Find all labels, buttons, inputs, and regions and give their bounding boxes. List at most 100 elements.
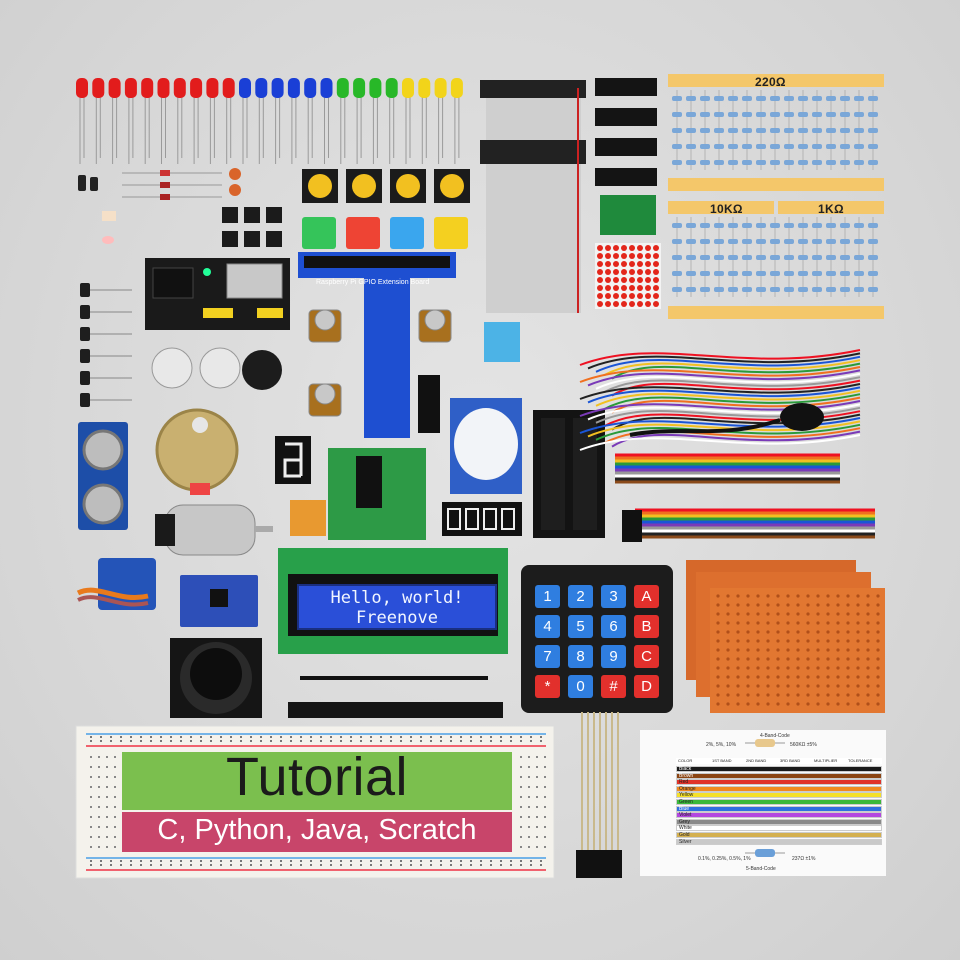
card-tol-top: 2%, 5%, 10% [706,742,737,748]
resistor-icon [784,233,794,249]
matrix-dot [597,301,603,307]
battery-clip-wire [629,418,781,437]
matrix-dot [613,253,619,259]
resistor-icon [826,281,836,297]
resistor-icon [728,122,738,138]
matrix-dot [621,301,627,307]
resistor-icon [686,90,696,106]
tact-switch-icon [222,207,282,247]
matrix-dot [597,245,603,251]
matrix-dot [613,293,619,299]
led-row [76,78,463,164]
resistor-icon [756,122,766,138]
resistor-icon [854,122,864,138]
led-icon [287,78,300,164]
resistor-icon [756,265,766,281]
led-icon [304,78,317,164]
resistor-icon [686,249,696,265]
resistor-icon [770,106,780,122]
matrix-dot [629,245,635,251]
resistor-icon [714,90,724,106]
led-icon [173,78,186,164]
resistor-icon [812,90,822,106]
joystick-icon [170,638,262,718]
resistor-icon [840,281,850,297]
jumper-wire [595,355,861,373]
matrix-dot [621,277,627,283]
resistor-icon [728,233,738,249]
jumper-wire [603,427,861,445]
matrix-dot [621,253,627,259]
resistor-label-220: 220Ω [755,75,786,89]
led-icon [222,78,235,164]
resistor-icon [672,154,682,170]
resistor-icon [672,106,682,122]
capacitor-icon [78,175,98,191]
keypad-key-9: 9 [601,645,626,668]
button-cap-icon [346,217,380,249]
matrix-dot [597,269,603,275]
resistor-icon [868,154,878,170]
resistor-icon [770,154,780,170]
resistor-icon [798,249,808,265]
matrix-dot [597,253,603,259]
card-value-top: 560KΩ ±5% [790,742,817,748]
transistor-icon [80,283,90,407]
keypad-key-4: 4 [535,615,560,638]
diode-icon [160,170,170,176]
matrix-dot [637,285,643,291]
resistor-icon [756,249,766,265]
ceramic-capacitor-icon [229,168,241,196]
matrix-dot [645,301,651,307]
card-row-grey: Grey [676,818,882,825]
tactile-button-icon [434,169,470,203]
resistor-icon [700,154,710,170]
resistor-icon [812,122,822,138]
matrix-dot [597,261,603,267]
resistor-icon [686,106,696,122]
resistor-icon [868,217,878,233]
resistor-icon [728,90,738,106]
resistor-icon [742,90,752,106]
pin-header-icon [288,702,503,718]
matrix-dot [613,269,619,275]
resistor-icon [854,249,864,265]
led-icon [239,78,251,164]
resistor-icon [812,217,822,233]
matrix-dot [653,269,659,275]
resistor-icon [784,249,794,265]
resistor-icon [840,265,850,281]
resistor-icon [714,249,724,265]
card-5band-label: 5-Band-Code [746,866,776,872]
matrix-dot [629,261,635,267]
keypad-key-c: C [634,645,659,668]
resistor-icon [728,154,738,170]
tutorial-title: Tutorial [225,747,409,807]
matrix-dot [645,277,651,283]
led-icon [76,78,88,164]
motor-driver-module-icon [328,448,426,540]
resistor-icon [770,281,780,297]
pin-header-icon [300,676,488,680]
led-icon [271,78,284,164]
resistor-icon [854,217,864,233]
matrix-dot [629,253,635,259]
keypad-key-1: 1 [535,585,560,608]
resistor-icon [686,265,696,281]
resistor-icon [742,138,752,154]
resistor-icon [672,281,682,297]
led-icon [92,78,105,164]
card-row-gold: Gold [676,832,882,838]
matrix-dot [613,277,619,283]
card-row-yellow: Yellow [676,792,882,799]
led-matrix-icon [595,195,661,309]
resistor-icon [770,233,780,249]
resistor-icon [714,265,724,281]
resistor-icon [742,217,752,233]
resistor-label-10k: 10KΩ [710,202,743,216]
resistor-icon [812,233,822,249]
led-icon [190,78,203,164]
battery-holder-icon [533,410,605,538]
